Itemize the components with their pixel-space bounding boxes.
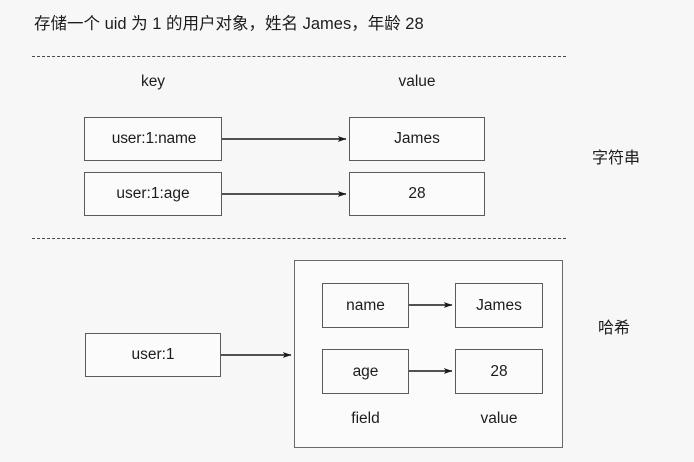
hash-field-box-name: name [322,283,409,328]
separator-top [32,56,566,57]
separator-middle [32,238,566,239]
hash-key-label: user:1 [131,346,175,363]
hash-value-label-age: 28 [490,362,508,380]
string-value-label-age: 28 [408,185,426,202]
hash-inner-header-value: value [480,410,518,427]
hash-field-box-age: age [322,349,409,394]
hash-value-box-age: 28 [455,349,543,394]
section-label-string: 字符串 [592,150,641,167]
string-key-box-age: user:1:age [84,172,222,216]
column-header-value: value [398,73,436,90]
string-value-box-age: 28 [349,172,485,216]
hash-field-label-name: name [346,296,385,314]
hash-key-box: user:1 [85,333,221,377]
hash-value-box-name: James [455,283,543,328]
string-value-box-name: James [349,117,485,161]
string-key-label-age: user:1:age [116,185,190,202]
string-key-label-name: user:1:name [111,130,197,147]
column-header-key: key [140,73,166,90]
hash-field-label-age: age [352,362,379,380]
diagram-title: 存储一个 uid 为 1 的用户对象，姓名 James，年龄 28 [34,15,424,33]
section-label-hash: 哈希 [598,320,631,337]
hash-inner-header-field: field [351,410,380,427]
string-value-label-name: James [394,130,440,147]
hash-value-label-name: James [476,296,522,314]
string-key-box-name: user:1:name [84,117,222,161]
